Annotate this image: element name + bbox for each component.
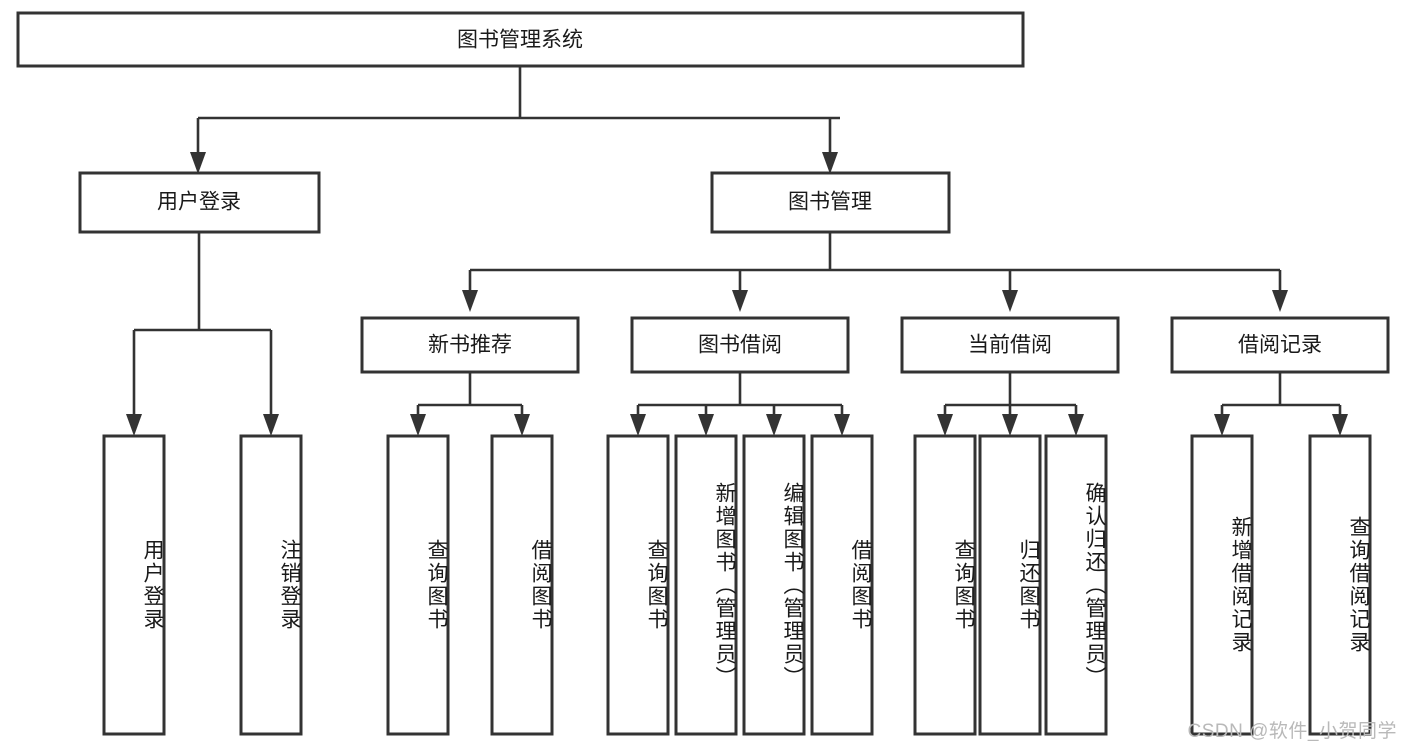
node-book-management-label: 图书管理 — [788, 191, 872, 214]
node-book-borrow[interactable]: 图书借阅 — [630, 316, 850, 374]
node-new-book-recommend[interactable]: 新书推荐 — [360, 316, 580, 374]
node-book-management[interactable]: 图书管理 — [710, 171, 951, 234]
watermark: CSDN @软件_小贺同学 — [1187, 721, 1397, 742]
node-user-login[interactable]: 用户登录 — [78, 171, 321, 234]
node-new-book-recommend-label: 新书推荐 — [428, 334, 512, 357]
connector-bookmgmt-to-level3 — [462, 233, 1288, 312]
connector-bookborrow-to-leaves — [630, 373, 850, 436]
leaf-user-login-2[interactable] — [239, 434, 303, 736]
node-current-borrow[interactable]: 当前借阅 — [900, 316, 1120, 374]
node-current-borrow-label: 当前借阅 — [968, 334, 1052, 357]
node-root-label: 图书管理系统 — [457, 29, 583, 52]
connector-borrowrecord-to-leaves — [1214, 373, 1348, 436]
leaf-book-borrow-4[interactable] — [810, 434, 874, 736]
leaf-borrow-record-1[interactable] — [1190, 434, 1254, 736]
leaf-current-borrow-3[interactable] — [1044, 434, 1108, 736]
connector-currentborrow-to-leaves — [937, 373, 1084, 436]
leaf-user-login-1[interactable] — [102, 434, 166, 736]
node-root[interactable]: 图书管理系统 — [16, 11, 1025, 68]
connector-userlogin-to-leaves — [126, 233, 279, 436]
leaf-new-book-2[interactable] — [490, 434, 554, 736]
leaf-book-borrow-1[interactable] — [606, 434, 670, 736]
leaf-book-borrow-2[interactable] — [674, 434, 738, 736]
leaf-new-book-1[interactable] — [386, 434, 450, 736]
node-book-borrow-label: 图书借阅 — [698, 334, 782, 357]
connector-root-to-level2 — [190, 66, 840, 174]
leaf-current-borrow-2[interactable] — [978, 434, 1042, 736]
leaf-borrow-record-2[interactable] — [1308, 434, 1372, 736]
node-borrow-record[interactable]: 借阅记录 — [1170, 316, 1390, 374]
leaf-current-borrow-1[interactable] — [913, 434, 977, 736]
node-user-login-label: 用户登录 — [157, 191, 241, 214]
node-borrow-record-label: 借阅记录 — [1238, 334, 1322, 357]
connector-newbook-to-leaves — [410, 373, 530, 436]
leaf-book-borrow-3[interactable] — [742, 434, 806, 736]
